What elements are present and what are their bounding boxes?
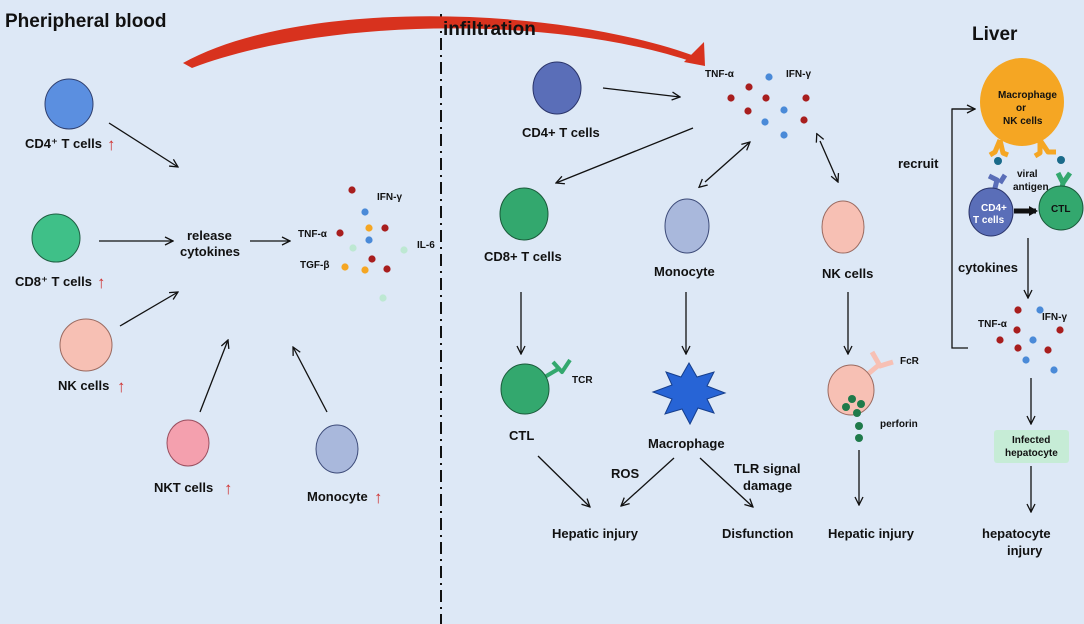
liver-macro-line3: NK cells: [1003, 116, 1043, 127]
arrow-cd4-to-cytokines: [602, 87, 680, 97]
tnf-label-infiltration: TNF-α: [705, 69, 735, 80]
liver-macro-line2: or: [1016, 103, 1026, 114]
liver-cd4-line1: CD4+: [981, 203, 1007, 214]
tcr-label: TCR: [572, 375, 593, 386]
ifn-label-peripheral: IFN-γ: [377, 192, 402, 203]
infected-line2: hepatocyte: [1005, 448, 1058, 459]
arrow-nkt-to-release: [199, 340, 228, 413]
liver-cd4-cell: [968, 173, 1014, 237]
liver-ctl-label: CTL: [1051, 204, 1070, 215]
liver-tnf-label: TNF-α: [978, 319, 1008, 330]
cytokine-dots-infiltration: [727, 73, 810, 139]
recruit-label: recruit: [898, 156, 939, 171]
cd4-cell-peripheral: [44, 78, 94, 130]
ros-label: ROS: [611, 466, 640, 481]
nk-cell-infiltration: [821, 200, 865, 254]
nkt-increase-arrow: ↑: [224, 479, 233, 498]
cd8-cell-peripheral: [31, 213, 81, 263]
arrow-macrophage-to-disfunction: [699, 457, 753, 507]
cd8-label-peripheral: CD8⁺ T cells: [15, 274, 92, 289]
arrow-cytokines-to-cd8: [556, 127, 694, 183]
liver-ctl-cell: [1038, 171, 1084, 231]
recruit-bracket: [951, 108, 972, 349]
cytokine-dots-peripheral: [336, 186, 408, 302]
infected-hepatocyte-box: [994, 430, 1069, 463]
monocyte-cell-infiltration: [664, 198, 710, 254]
cd8-label-infiltration: CD8+ T cells: [484, 249, 562, 264]
nkt-label-peripheral: NKT cells: [154, 480, 213, 495]
cytokine-dots-liver: [996, 306, 1064, 374]
tlr-label-line2: damage: [743, 478, 792, 493]
section-title-liver: Liver: [972, 24, 1018, 45]
viral-antigen-dot-right: [1057, 156, 1065, 164]
section-title-infiltration: infiltration: [443, 19, 536, 40]
hepatic-injury-left: Hepatic injury: [552, 526, 639, 541]
ctl-cell-infiltration: [500, 358, 572, 415]
macrophage-star: [651, 361, 727, 426]
arrow-monocyte-to-release: [293, 347, 328, 413]
liver-cytokines-label: cytokines: [958, 260, 1018, 275]
hepatic-injury-right: Hepatic injury: [828, 526, 915, 541]
activated-nk-cell: [827, 350, 894, 442]
liver-cd4-line2: T cells: [973, 215, 1005, 226]
monocyte-increase-arrow: ↑: [374, 488, 383, 507]
nkt-cell-peripheral: [166, 419, 210, 467]
nk-increase-arrow: ↑: [117, 377, 126, 396]
tnf-label-peripheral: TNF-α: [298, 229, 328, 240]
hepatocyte-injury-line1: hepatocyte: [982, 526, 1051, 541]
arrow-ctl-to-hepatic-injury: [537, 455, 590, 507]
ctl-label-infiltration: CTL: [509, 428, 534, 443]
nk-label-infiltration: NK cells: [822, 266, 873, 281]
infiltration-arc-arrow: [183, 16, 700, 68]
cd4-increase-arrow: ↑: [107, 135, 116, 154]
release-cytokines-line1: release: [187, 228, 232, 243]
section-title-peripheral: Pheripheral blood: [5, 11, 167, 32]
macrophage-label: Macrophage: [648, 436, 725, 451]
viral-antigen-dot-left: [994, 157, 1002, 165]
ifn-label-infiltration: IFN-γ: [786, 69, 811, 80]
liver-macro-line1: Macrophage: [998, 90, 1057, 101]
infiltration-arc-arrowhead: [684, 42, 705, 66]
tgf-label-peripheral: TGF-β: [300, 260, 329, 271]
arrow-cytokines-monocyte: [705, 142, 750, 182]
hepatocyte-injury-line2: injury: [1007, 543, 1043, 558]
fcr-label: FcR: [900, 356, 920, 367]
nk-label-peripheral: NK cells: [58, 378, 109, 393]
cd8-increase-arrow: ↑: [97, 273, 106, 292]
viral-antigen-line1: viral: [1017, 169, 1038, 180]
il6-label-peripheral: IL-6: [417, 240, 435, 251]
arrow-nk-to-release: [119, 292, 178, 327]
cd4-cell-infiltration: [532, 61, 582, 115]
cd4-label-infiltration: CD4+ T cells: [522, 125, 600, 140]
liver-ifn-label: IFN-γ: [1042, 312, 1067, 323]
liver-macrophage-cell: [980, 58, 1064, 159]
monocyte-label-peripheral: Monocyte: [307, 489, 368, 504]
tlr-label-line1: TLR signal: [734, 461, 800, 476]
monocyte-cell-peripheral: [315, 424, 359, 474]
arrow-macrophage-to-hepatic-injury: [621, 457, 675, 506]
arrow-cytokines-nk: [820, 141, 838, 182]
release-cytokines-line2: cytokines: [180, 244, 240, 259]
perforin-label: perforin: [880, 419, 918, 430]
infected-line1: Infected: [1012, 435, 1050, 446]
monocyte-label-infiltration: Monocyte: [654, 264, 715, 279]
disfunction-label: Disfunction: [722, 526, 794, 541]
cd4-label-peripheral: CD4⁺ T cells: [25, 136, 102, 151]
nk-cell-peripheral: [59, 318, 113, 372]
arrow-cd4-to-release: [108, 122, 178, 167]
viral-antigen-line2: antigen: [1013, 182, 1049, 193]
cd8-cell-infiltration: [499, 187, 549, 241]
